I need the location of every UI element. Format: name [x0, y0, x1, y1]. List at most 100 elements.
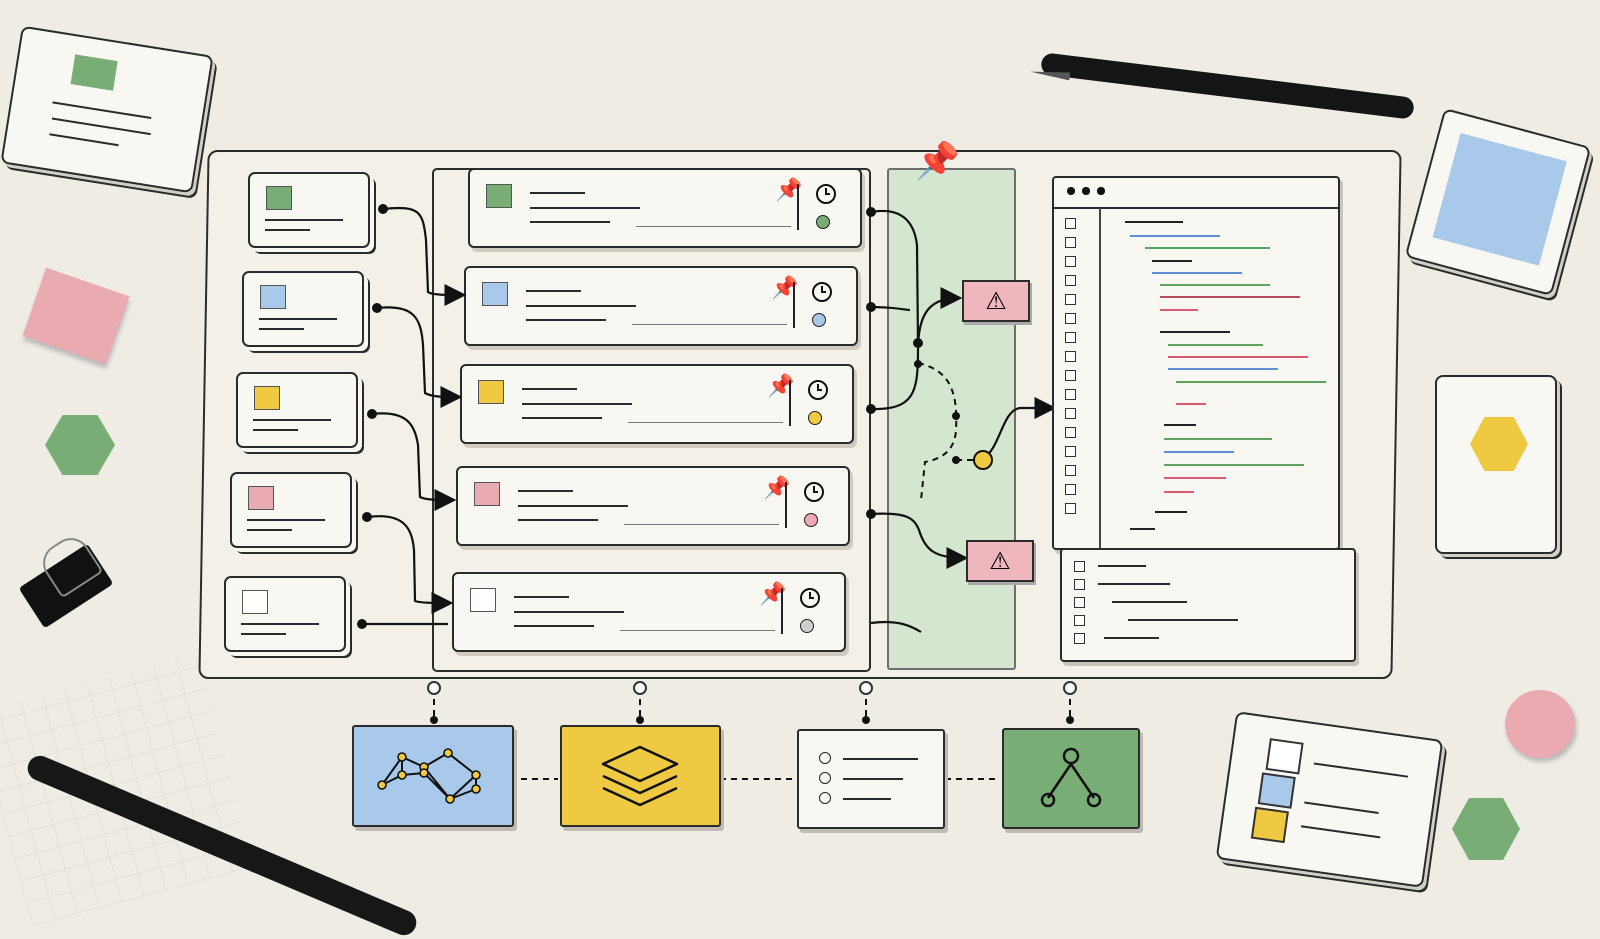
- task-color-square: [482, 282, 508, 306]
- checkbox-icon[interactable]: [1065, 408, 1076, 419]
- task-row-blue[interactable]: 📌: [464, 266, 858, 346]
- task-row-green[interactable]: 📌: [468, 168, 862, 248]
- task-title-line: [522, 388, 577, 390]
- checkbox-icon[interactable]: [1065, 465, 1076, 476]
- task-title-line: [514, 596, 569, 598]
- list-bullet-icon: [819, 772, 831, 784]
- list-bullet-icon: [819, 752, 831, 764]
- checkbox-icon[interactable]: [1065, 294, 1076, 305]
- checkbox-icon[interactable]: [1065, 351, 1076, 362]
- checkbox-icon[interactable]: [1065, 237, 1076, 248]
- code-line: [1152, 260, 1192, 262]
- pin-icon[interactable]: 📌: [767, 374, 795, 399]
- task-row-empty[interactable]: 📌: [452, 572, 846, 652]
- task-row-pink[interactable]: 📌: [456, 466, 850, 546]
- clock-icon: [816, 184, 836, 204]
- row-divider: [793, 282, 795, 328]
- checkbox-icon[interactable]: [1065, 256, 1076, 267]
- checkbox-icon[interactable]: [1065, 446, 1076, 457]
- task-line: [518, 519, 598, 521]
- console-line: [1112, 601, 1187, 603]
- status-dot: [812, 313, 826, 327]
- workflow-illustration: 📌 📌: [0, 25, 1592, 939]
- checkbox-icon[interactable]: [1065, 370, 1076, 381]
- task-progress-line: [628, 422, 783, 423]
- checkbox-icon[interactable]: [1065, 427, 1076, 438]
- network-graph-icon: [377, 748, 481, 804]
- source-line: [241, 623, 319, 625]
- list-tool[interactable]: [797, 729, 945, 829]
- task-progress-line: [620, 630, 775, 631]
- clock-icon: [808, 380, 828, 400]
- code-line: [1130, 528, 1155, 530]
- code-line: [1176, 403, 1206, 405]
- source-card-blue[interactable]: [242, 271, 364, 347]
- status-dot: [808, 411, 822, 425]
- checkbox-icon[interactable]: [1065, 275, 1076, 286]
- task-title-line: [530, 192, 585, 194]
- source-line: [253, 429, 298, 431]
- source-line: [259, 318, 337, 320]
- console-checkbox-icon[interactable]: [1074, 615, 1085, 626]
- layers-icon: [601, 745, 679, 807]
- task-row-yellow[interactable]: 📌: [460, 364, 854, 444]
- checkbox-icon[interactable]: [1065, 484, 1076, 495]
- checkbox-icon[interactable]: [1065, 313, 1076, 324]
- console-line: [1104, 637, 1159, 639]
- code-line: [1125, 221, 1183, 223]
- source-card-green[interactable]: [248, 172, 370, 248]
- pin-icon[interactable]: 📌: [771, 276, 799, 301]
- clock-icon: [800, 588, 820, 608]
- source-card-pink[interactable]: [230, 472, 352, 548]
- task-progress-line: [624, 524, 779, 525]
- task-line: [514, 611, 624, 613]
- source-line: [247, 519, 325, 521]
- source-line: [265, 219, 343, 221]
- code-line: [1168, 344, 1263, 346]
- pin-icon[interactable]: 📌: [763, 476, 791, 501]
- task-line: [522, 417, 602, 419]
- source-color-square: [266, 186, 292, 210]
- pin-icon[interactable]: 📌: [775, 178, 803, 203]
- console-window: [1060, 548, 1356, 662]
- warning-badge[interactable]: ⚠: [962, 280, 1030, 322]
- status-dot: [804, 513, 818, 527]
- branch-tool[interactable]: [1002, 728, 1140, 829]
- source-line: [265, 229, 310, 231]
- task-color-square: [470, 588, 496, 612]
- list-bullet-icon: [819, 792, 831, 804]
- task-title-line: [526, 290, 581, 292]
- checkbox-icon[interactable]: [1065, 332, 1076, 343]
- task-line: [514, 625, 594, 627]
- task-progress-line: [636, 226, 791, 227]
- code-window: [1052, 176, 1340, 550]
- code-line: [1160, 284, 1270, 286]
- console-checkbox-icon[interactable]: [1074, 579, 1085, 590]
- row-divider: [789, 380, 791, 426]
- checkbox-icon[interactable]: [1065, 218, 1076, 229]
- checkbox-icon[interactable]: [1065, 389, 1076, 400]
- task-line: [518, 505, 628, 507]
- code-line: [1152, 272, 1242, 274]
- pin-icon[interactable]: 📌: [759, 582, 787, 607]
- layers-tool[interactable]: [560, 725, 721, 827]
- network-graph-tool[interactable]: [352, 725, 514, 827]
- source-card-empty[interactable]: [224, 576, 346, 652]
- window-dots-icon[interactable]: [1066, 186, 1111, 196]
- task-line: [530, 221, 610, 223]
- source-line: [253, 419, 331, 421]
- source-card-yellow[interactable]: [236, 372, 358, 448]
- checkbox-icon[interactable]: [1065, 503, 1076, 514]
- source-line: [259, 328, 304, 330]
- row-divider: [797, 184, 799, 230]
- code-gutter-divider: [1099, 208, 1101, 548]
- warning-badge[interactable]: ⚠: [966, 540, 1034, 582]
- task-title-line: [518, 490, 573, 492]
- console-checkbox-icon[interactable]: [1074, 597, 1085, 608]
- console-checkbox-icon[interactable]: [1074, 561, 1085, 572]
- source-color-square: [242, 590, 268, 614]
- task-progress-line: [632, 324, 787, 325]
- task-color-square: [478, 380, 504, 404]
- console-checkbox-icon[interactable]: [1074, 633, 1085, 644]
- small-green-hexagon: [1452, 798, 1520, 860]
